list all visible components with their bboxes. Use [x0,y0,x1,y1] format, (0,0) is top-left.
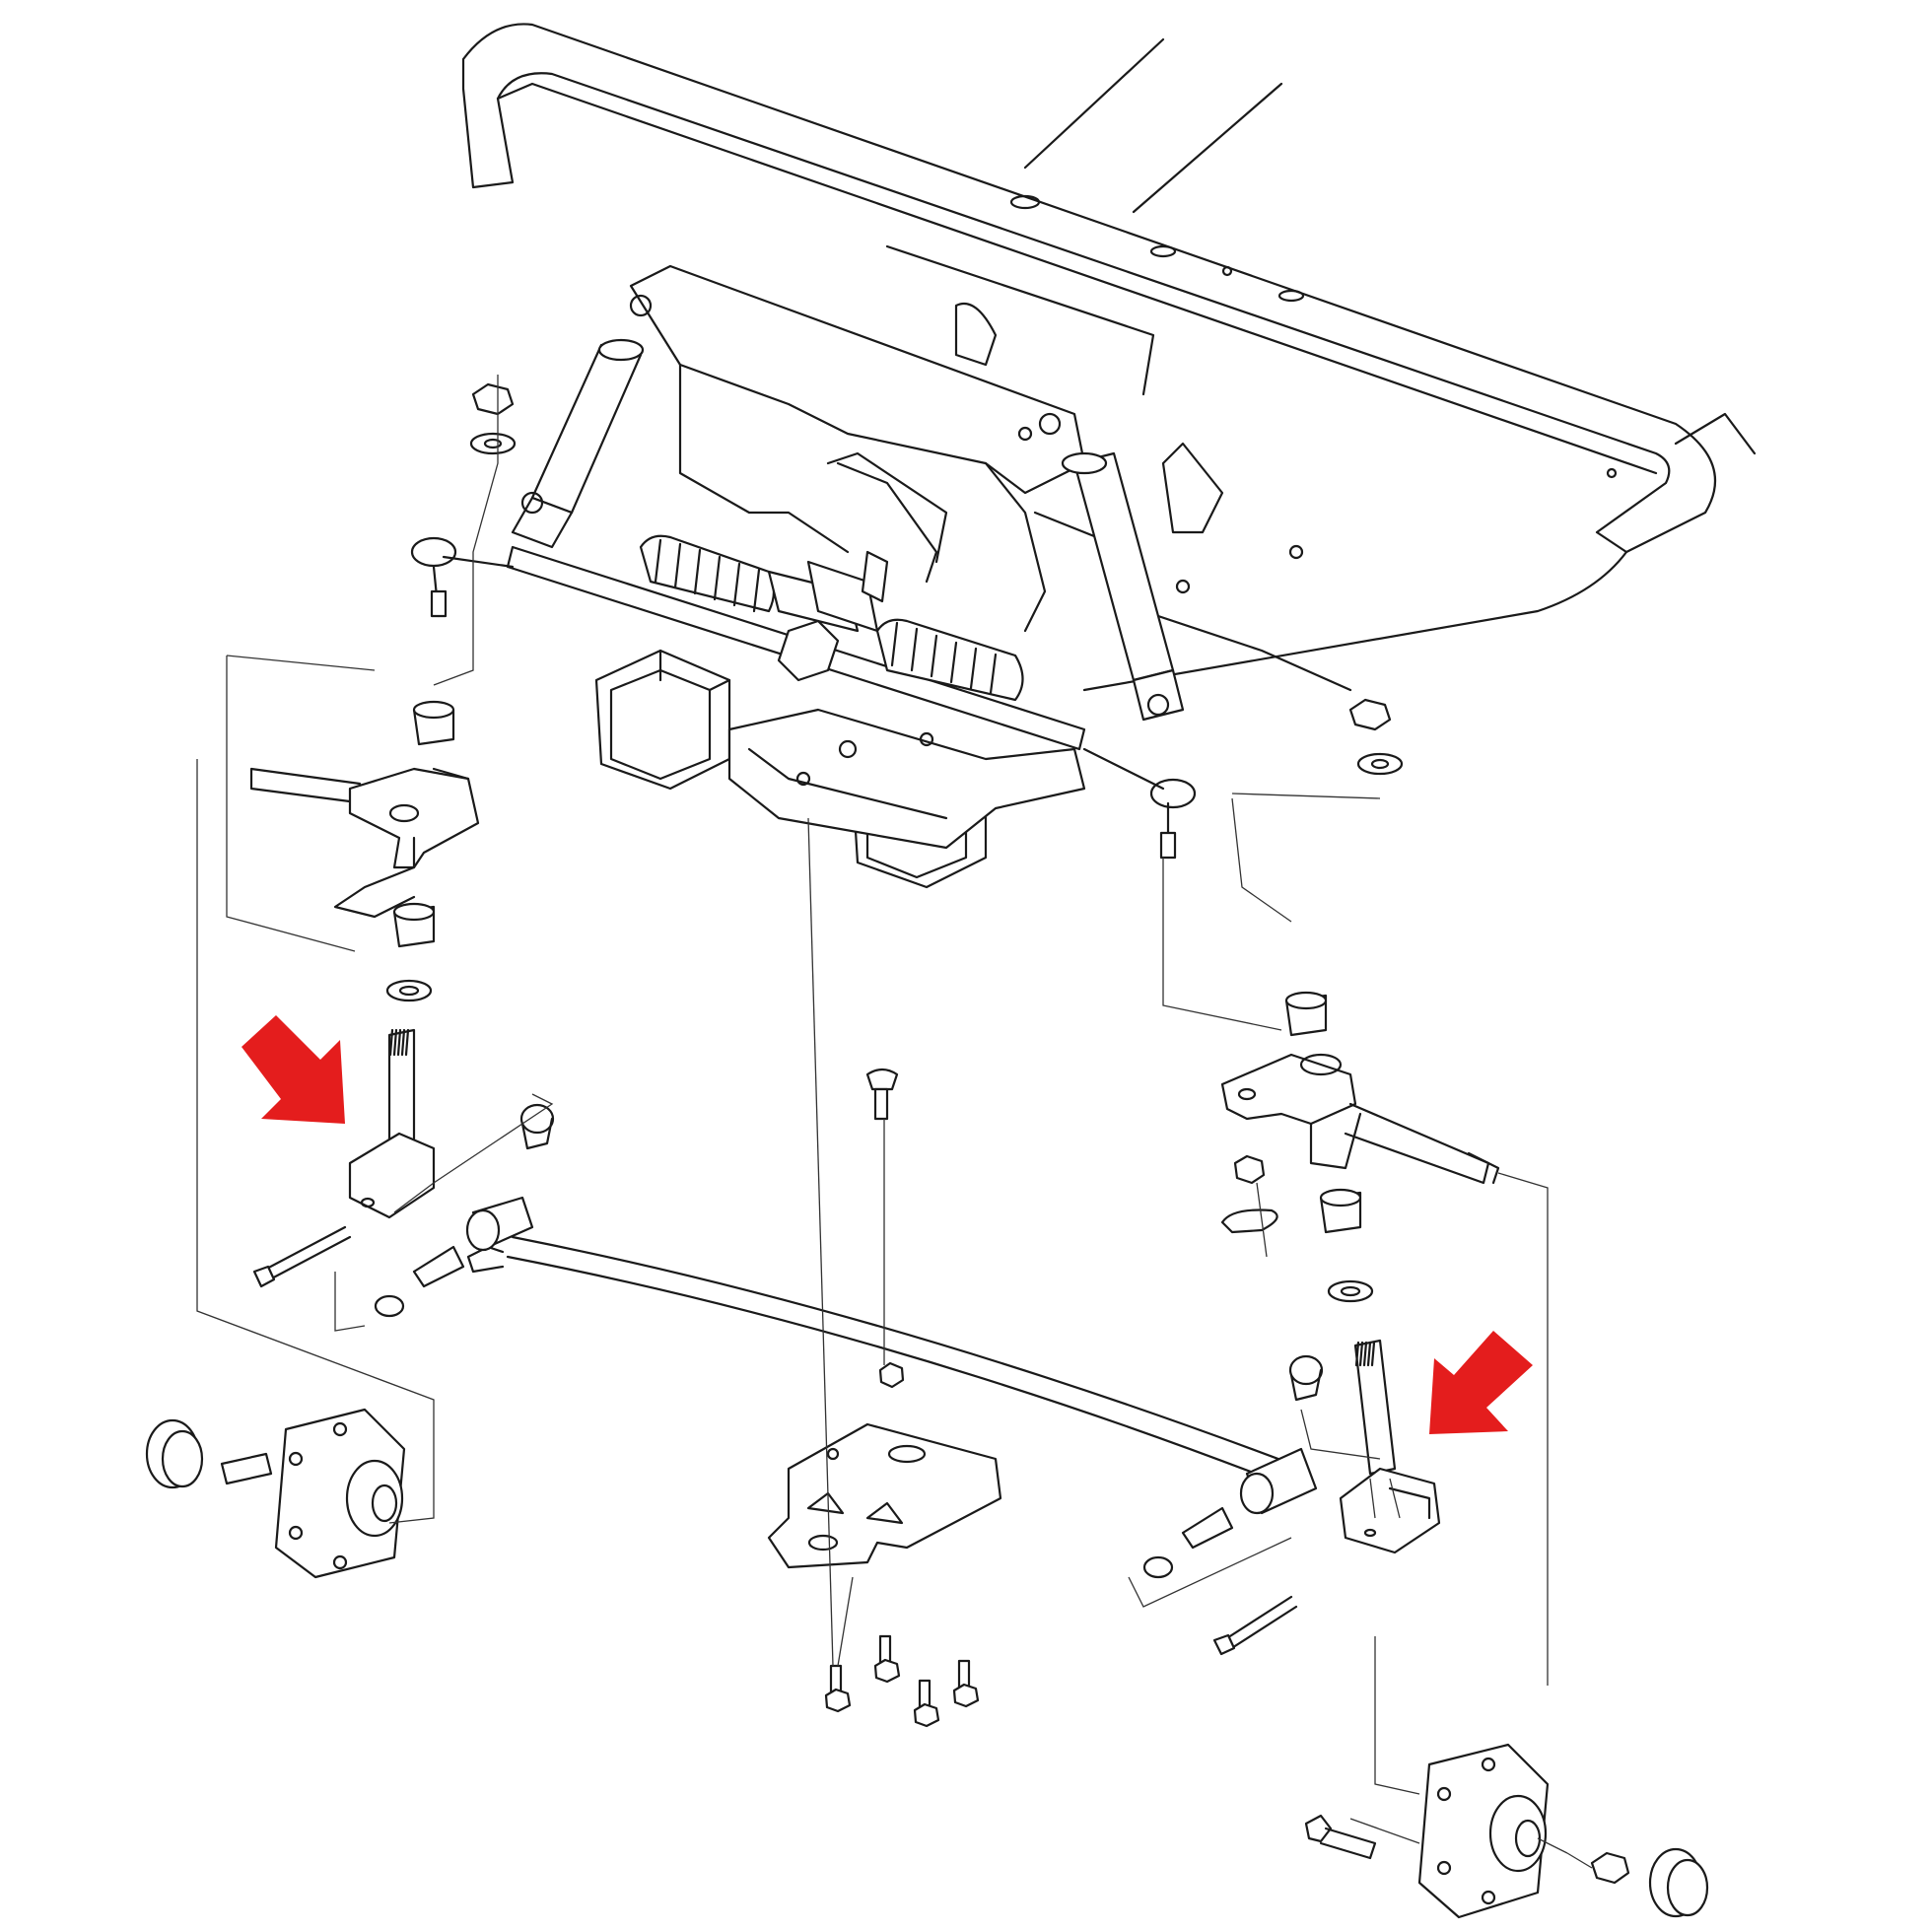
mount-bolts [826,1636,978,1726]
steering-rack [508,463,1084,749]
center-nut [880,1363,903,1387]
kingpin-right [1355,1341,1395,1474]
channel-bracket-left [596,651,729,789]
rack-boot-right [877,620,1023,700]
bolt-right [1214,1597,1296,1654]
frame-crossmember [463,24,1755,690]
mount-bolt-4 [954,1661,978,1706]
spring-eye-bushing-right [1241,1449,1316,1513]
kingpin-yoke-left [350,1134,434,1217]
wheel-hub-left [222,1410,404,1577]
shock-absorber-right [1063,453,1183,720]
bolt-left [254,1227,350,1286]
spring-bushing-top-left [521,1105,553,1148]
spindle-right [1222,1055,1498,1183]
tie-rod-end-right [1084,749,1195,858]
nut-washer-right-top [1350,700,1402,774]
kingpin-yoke-right [1341,1469,1439,1552]
washer-left [387,981,431,1000]
callouts [242,1015,1533,1434]
dust-cap-left [147,1420,202,1487]
nut-right-hub [1592,1853,1628,1883]
nut-washer-left-top [471,384,515,453]
wheel-hub-right [1419,1745,1548,1917]
nut-right-small [1235,1156,1264,1183]
mount-bolt-2 [875,1636,899,1682]
kingpin-left [389,1030,414,1148]
mount-bolt-1 [826,1666,850,1711]
spring-eye-bushing-left [467,1198,532,1250]
tie-rod-end-left [412,538,513,616]
arrow-right-kingpin [1429,1331,1533,1434]
washer-right [1329,1281,1372,1301]
spindle-left [251,769,478,917]
hub-bolt-right [1306,1816,1375,1858]
center-mount-plate [769,1424,1000,1567]
bushing-left-upper [414,702,453,744]
center-bolt-top [867,1070,897,1119]
mount-bolt-3 [915,1681,938,1726]
leader-lines [197,375,1592,1868]
arrow-left-kingpin [242,1015,345,1124]
clip-right [1222,1210,1277,1233]
bushing-right-upper [1286,993,1326,1035]
shackle-pin-right [1144,1508,1232,1577]
shock-absorber-left [513,340,643,547]
dust-cap-right [1650,1849,1707,1916]
bushing-left-lower [394,904,434,946]
bushing-right-lower [1321,1190,1360,1232]
spring-bushing-top-right [1290,1356,1322,1400]
shackle-pin-left [376,1247,463,1316]
lower-mount-tray [729,710,1084,848]
